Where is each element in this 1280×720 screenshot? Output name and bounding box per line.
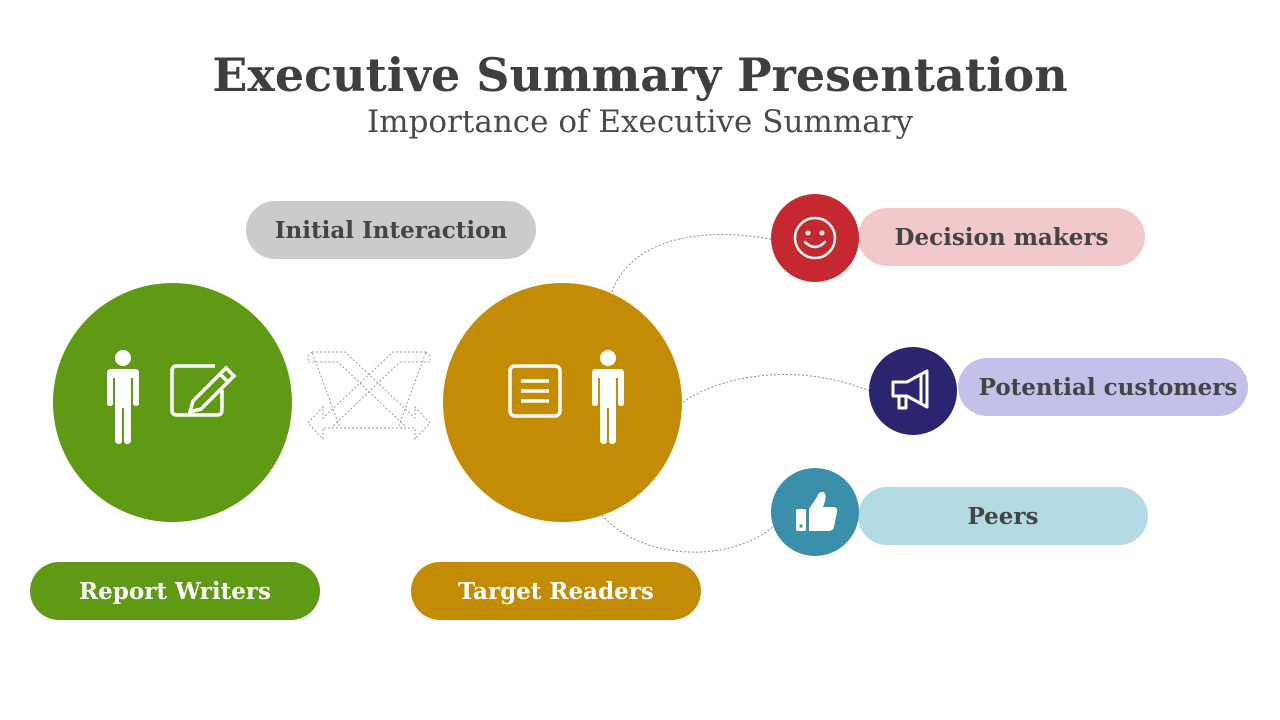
peers-text: Peers [967,502,1039,530]
target-readers-text: Target Readers [458,577,654,605]
page-subtitle: Importance of Executive Summary [366,104,914,140]
potential-customers-icon-circle [869,347,957,435]
megaphone-icon [891,369,929,410]
decision-makers-icon-circle [771,194,859,282]
potential-customers-pill: Potential customers [958,358,1248,416]
potential-customers-text: Potential customers [978,373,1238,401]
edit-icon [169,363,236,417]
peers-pill: Peers [858,487,1148,545]
connector-decision-makers [611,234,776,293]
page-title: Executive Summary Presentation [212,48,1068,102]
initial-interaction-label: Initial Interaction [246,201,536,259]
report-writers-text: Report Writers [79,577,271,605]
person-icon [591,349,624,444]
target-readers-circle [443,283,682,522]
peers-icon-circle [771,468,859,556]
decision-makers-text: Decision makers [894,223,1109,251]
report-writers-label: Report Writers [30,562,320,620]
decision-makers-pill: Decision makers [858,208,1145,266]
target-readers-icons [507,349,624,444]
report-writers-icons [106,349,236,444]
exchange-arrows-icon [307,351,431,441]
target-readers-label: Target Readers [411,562,701,620]
report-writers-circle [53,283,292,522]
smiley-icon [793,216,837,260]
connector-peers [601,514,776,553]
connector-potential-customers [682,374,873,403]
person-icon [106,349,139,444]
document-icon [507,363,562,418]
initial-interaction-text: Initial Interaction [274,216,508,244]
thumbs-up-icon [796,491,838,531]
